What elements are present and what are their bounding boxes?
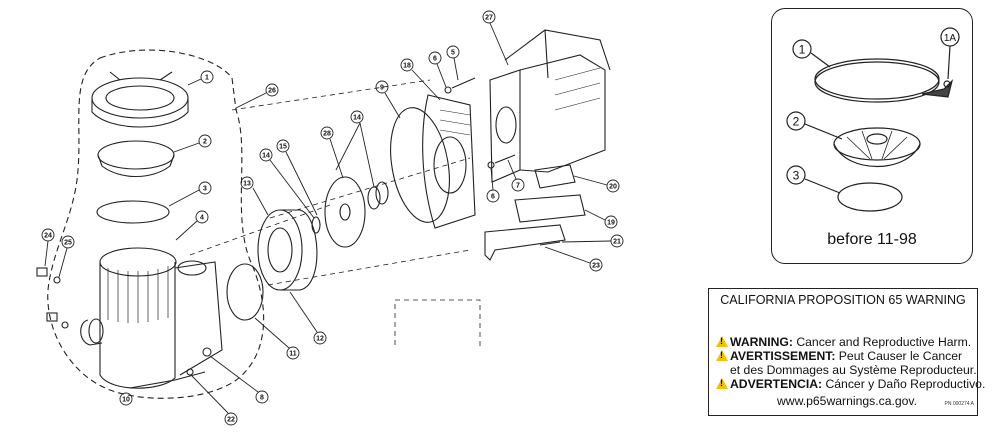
callout-label: 28: [323, 131, 331, 138]
callout-4: [175, 210, 209, 241]
callout-14a: [259, 148, 315, 219]
inset-label-1: 1: [799, 43, 806, 57]
callout-6b: [486, 167, 500, 203]
callout-3: [168, 181, 212, 207]
inset-caption: before 11-98: [827, 231, 917, 248]
callout-13: [240, 176, 269, 216]
callout-21: [561, 234, 624, 248]
callout-label: 23: [592, 263, 600, 270]
callout-9: [375, 80, 401, 119]
drain-plugs: [36, 267, 212, 376]
callout-label: 12: [316, 336, 324, 343]
clear-lid: [97, 140, 175, 177]
callout-14b: [335, 110, 375, 188]
callout-label: 3: [203, 186, 207, 193]
motor-bolts: [444, 77, 516, 169]
callout-6: [428, 51, 447, 88]
clamp-ring: [814, 58, 954, 103]
callout-22: [191, 375, 238, 426]
inset-o-ring: [837, 182, 903, 212]
assembly-leader-lines: [189, 79, 481, 350]
callout-label: 21: [613, 239, 621, 246]
callout-label: 24: [44, 233, 52, 240]
legacy-lid-inset: 1 1A 2 3 before 11-98: [771, 8, 973, 264]
exploded-parts-diagram: 1 2 3 4 5 6 6 7 8 9 10 11 12 13 14 14 15…: [36, 10, 624, 426]
callout-label: 14: [262, 153, 270, 160]
callout-label: 1: [205, 75, 209, 82]
warning-line-en: WARNING: Cancer and Reproductive Harm.: [716, 335, 978, 349]
callout-label: 11: [289, 351, 297, 358]
part-number: PN 000274 A: [944, 401, 974, 407]
callout-label: 10: [122, 397, 130, 404]
warning-triangle-icon: [716, 378, 728, 389]
pump-body: [80, 247, 223, 389]
warning-line-fr: AVERTISSEMENT: Peut Causer le Cancer: [716, 349, 978, 363]
callout-label: 5: [451, 50, 455, 57]
callout-1: [187, 70, 214, 86]
pump-motor: [489, 29, 611, 183]
impeller: [324, 176, 366, 248]
callout-label: 7: [516, 183, 520, 190]
strainer-lid: [91, 71, 189, 128]
callout-27: [482, 10, 509, 66]
warning-title: CALIFORNIA PROPOSITION 65 WARNING: [720, 293, 966, 307]
callout-7: [507, 159, 525, 192]
warning-line-es: ADVERTENCIA: Cáncer y Daño Reproductivo.: [716, 377, 985, 391]
callout-28: [320, 126, 344, 179]
inset-label-1a: 1A: [944, 33, 957, 44]
dome-cover: [833, 127, 921, 168]
callout-label: 26: [268, 88, 276, 95]
inset-label-3: 3: [793, 169, 800, 183]
warning-line-fr-cont: et des Dommages au Système Reproducteur.: [730, 363, 977, 377]
seal-plate: [422, 94, 476, 229]
callout-23: [544, 246, 603, 272]
diffuser: [257, 209, 318, 291]
callout-label: 22: [227, 417, 235, 424]
callout-24: [41, 228, 55, 267]
strainer-group-outline: [47, 49, 265, 399]
callout-label: 6: [491, 194, 495, 201]
prop65-warning-box: CALIFORNIA PROPOSITION 65 WARNING WARNIN…: [708, 288, 985, 416]
callout-label: 8: [260, 395, 264, 402]
callout-labels: 1 2 3 4 5 6 6 7 8 9 10 11 12 13 14 14 15…: [44, 15, 621, 424]
callout-12: [289, 291, 327, 345]
callout-8: [209, 355, 269, 404]
callout-label: 18: [403, 63, 411, 70]
callout-18: [400, 58, 441, 101]
callout-2: [173, 134, 212, 153]
warning-triangle-icon: [716, 336, 728, 347]
callout-label: 13: [243, 181, 251, 188]
callout-label: 4: [200, 215, 204, 222]
callout-label: 14: [353, 115, 361, 122]
callout-10: [119, 392, 133, 406]
motor-support: [484, 164, 586, 261]
callout-label: 15: [279, 144, 287, 151]
callouts: [41, 10, 624, 426]
seal-plate-o-ring: [390, 107, 450, 223]
callout-label: 9: [380, 85, 384, 92]
warning-triangle-icon: [716, 350, 728, 361]
inset-label-2: 2: [793, 115, 800, 129]
callout-5: [446, 45, 460, 81]
callout-label: 19: [607, 220, 615, 227]
shaft-seal: [311, 181, 389, 234]
callout-15: [276, 139, 318, 216]
callout-25: [58, 235, 75, 278]
lid-o-ring: [96, 200, 170, 224]
callout-label: 25: [64, 240, 72, 247]
callout-20: [573, 175, 620, 193]
callout-label: 20: [609, 184, 617, 191]
callout-19: [584, 209, 618, 229]
callout-26: [235, 83, 279, 109]
callout-label: 27: [485, 15, 493, 22]
callout-11: [254, 317, 300, 360]
warning-url: www.p65warnings.ca.gov. PN 000274 A: [716, 394, 978, 408]
callout-label: 6: [433, 56, 437, 63]
callout-label: 2: [203, 139, 207, 146]
diffuser-o-ring: [226, 263, 264, 321]
